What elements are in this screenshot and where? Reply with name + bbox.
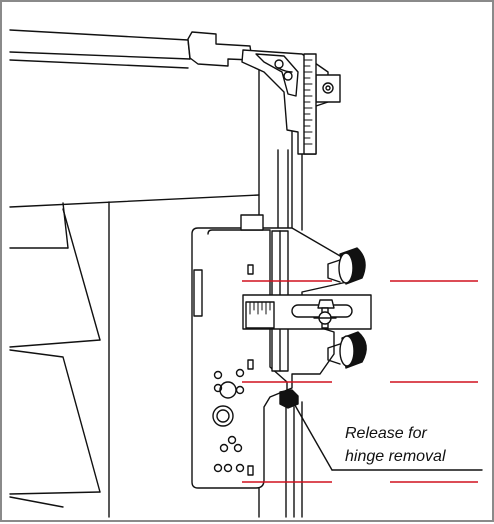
top-bracket (187, 31, 341, 155)
hinge-plate (191, 214, 348, 489)
louver-slats (9, 208, 101, 508)
callout-text-line1: Release for (345, 425, 427, 442)
callout-text-line2: hinge removal (345, 448, 446, 465)
leader-lines (242, 280, 478, 483)
adjustment-slider (242, 294, 372, 330)
mounting-holes (212, 368, 245, 473)
adjustment-knob-icon (327, 247, 367, 369)
scale-gauge-icon (303, 53, 317, 155)
release-latch (279, 389, 483, 471)
slider-bolt-icon (313, 299, 337, 329)
